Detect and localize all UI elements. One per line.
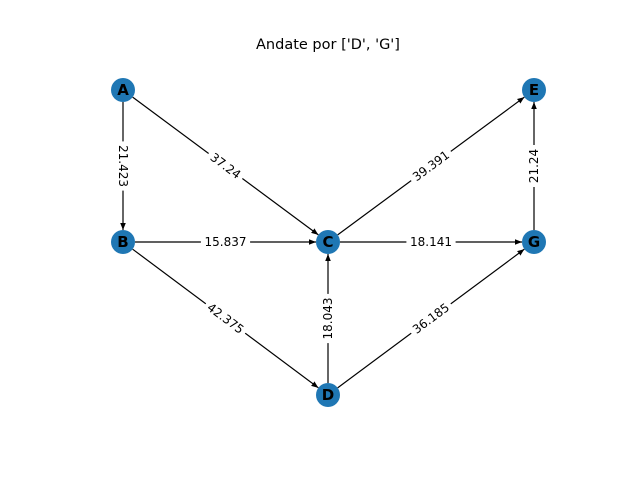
node-label: E [529,81,539,99]
edge-A-B: 21.423 [114,102,132,230]
node-G: G [522,230,546,254]
edge-weight-label: 15.837 [200,233,251,251]
edge-weight-text: 15.837 [205,235,247,249]
node-E: E [522,78,546,102]
node-circle [111,230,135,254]
edge-weight-text: 21.423 [116,145,130,187]
node-circle [522,230,546,254]
node-label: D [322,386,334,404]
node-circle [316,230,340,254]
edge-weight-background [406,233,456,251]
edge-weight-label: 36.185 [405,296,457,341]
node-circle [316,383,340,407]
edge-D-G: 36.185 [337,248,525,389]
node-circle [111,78,135,102]
edge-weight-background [203,146,248,186]
edge-weight-background [405,144,457,188]
edge-B-D: 42.375 [132,248,319,389]
edge-D-C: 18.043 [319,254,337,383]
edge-weight-label: 18.043 [319,293,337,344]
node-label: A [117,81,129,99]
edge-C-G: 18.141 [340,233,522,251]
edge-weight-text: 21.24 [527,149,541,183]
edge-weight-label: 21.24 [525,145,543,187]
edge-weight-label: 42.375 [200,296,251,341]
edge-A-C: 37.24 [132,96,319,236]
edge-weight-label: 18.141 [406,233,456,251]
node-label: B [117,233,128,251]
edge-weight-label: 21.423 [114,141,132,191]
node-label: G [528,233,540,251]
node-label: C [322,233,333,251]
edge-weight-label: 37.24 [203,146,248,186]
node-D: D [316,383,340,407]
edge-weight-background [114,141,132,191]
node-circle [522,78,546,102]
edge-weight-background [200,296,251,341]
edge-weight-background [405,296,457,341]
node-C: C [316,230,340,254]
edge-weight-text: 18.141 [410,235,452,249]
edge-weight-text: 18.043 [321,298,335,340]
node-B: B [111,230,135,254]
edge-weight-label: 39.391 [405,144,457,188]
node-A: A [111,78,135,102]
edge-weight-background [200,233,251,251]
edge-weight-background [525,145,543,187]
graph-title: Andate por ['D', 'G'] [256,37,400,53]
edge-B-C: 15.837 [135,233,316,251]
edge-weight-background [319,293,337,344]
edge-G-E: 21.24 [525,102,543,230]
nodes-layer: A B C D E G [111,78,546,407]
edge-C-E: 39.391 [337,96,525,236]
